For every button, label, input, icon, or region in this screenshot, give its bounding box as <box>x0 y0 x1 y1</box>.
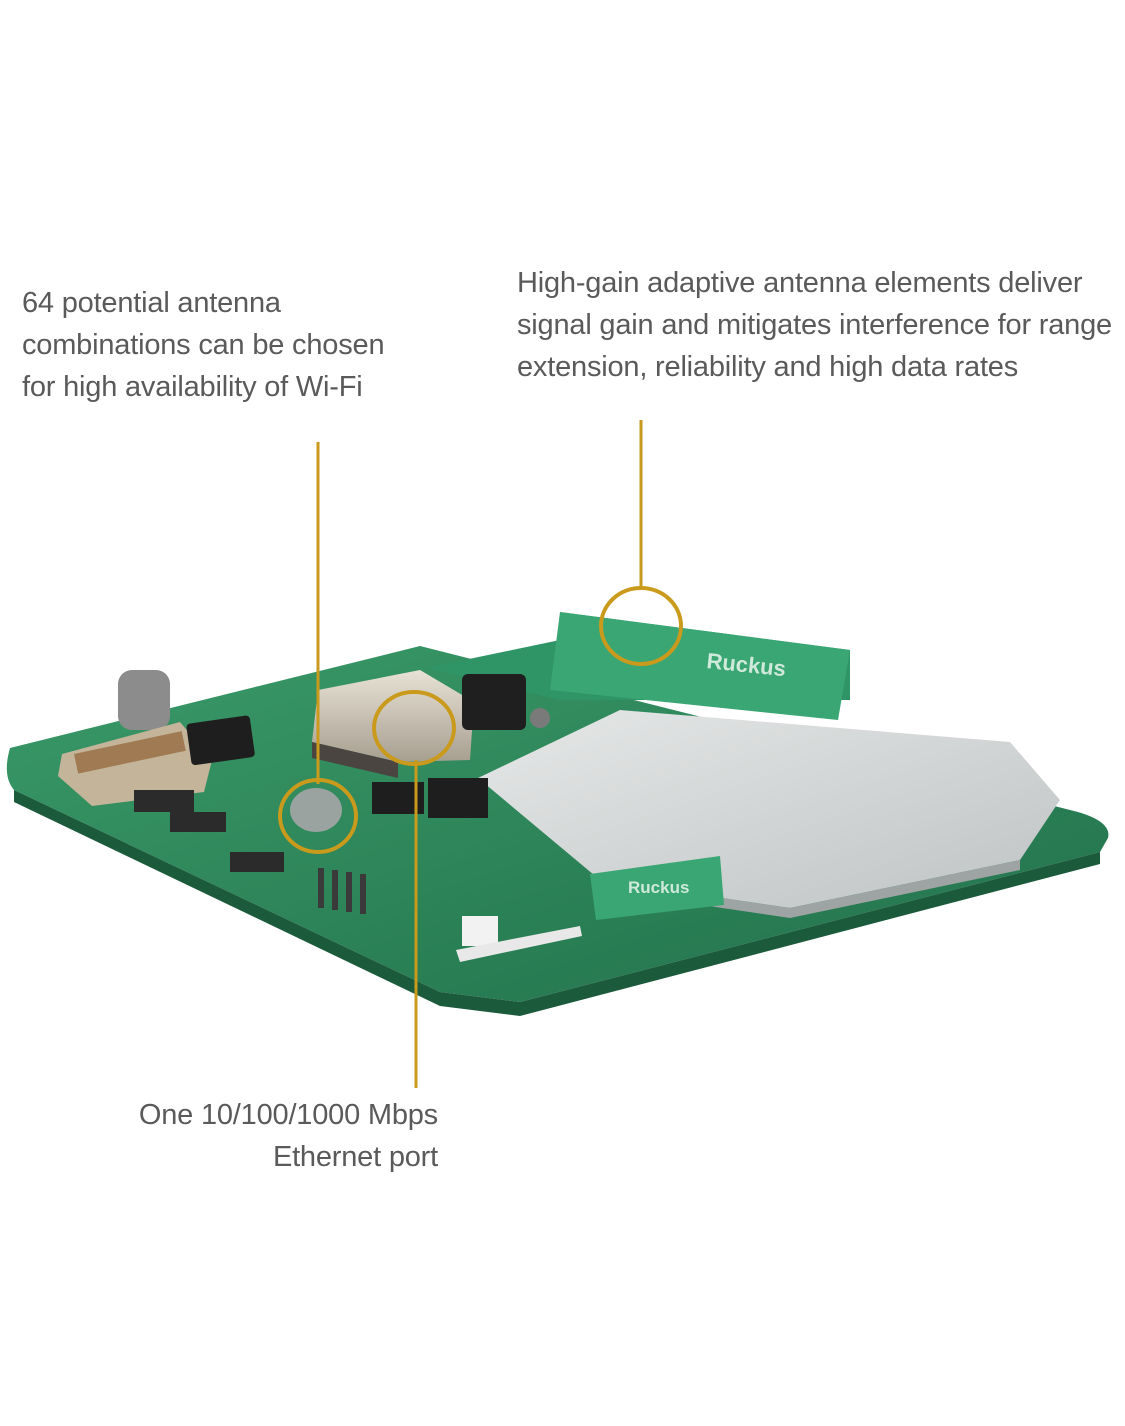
front-card <box>590 856 724 920</box>
antenna-card <box>550 612 850 720</box>
callout-circle-adaptive-antenna <box>599 586 683 666</box>
capacitor-tall <box>118 670 170 730</box>
black-chip-3 <box>428 778 488 818</box>
callout-circle-antenna-combinations <box>278 778 358 854</box>
chip-row <box>134 790 194 812</box>
callout-antenna-combinations: 64 potential antenna combinations can be… <box>22 287 385 403</box>
black-chip-1 <box>186 715 255 766</box>
callout-adaptive-antenna: High-gain adaptive antenna elements deli… <box>517 267 1112 383</box>
rf-shield <box>478 710 1060 908</box>
callout-circle-ethernet-port <box>372 690 456 766</box>
header-pins <box>318 868 366 914</box>
pcb-edge <box>14 790 1100 1016</box>
chip-row-2 <box>170 812 226 832</box>
chip-row-3 <box>230 852 284 872</box>
callout-ethernet-port: One 10/100/1000 Mbps Ethernet port <box>138 1099 438 1173</box>
ethernet-port <box>312 670 474 762</box>
capacitor-small <box>290 788 342 832</box>
white-bracket <box>456 926 582 962</box>
brand-label-bottom: Ruckus <box>628 878 689 897</box>
qr-sticker <box>462 916 498 946</box>
dc-jack <box>462 674 526 730</box>
